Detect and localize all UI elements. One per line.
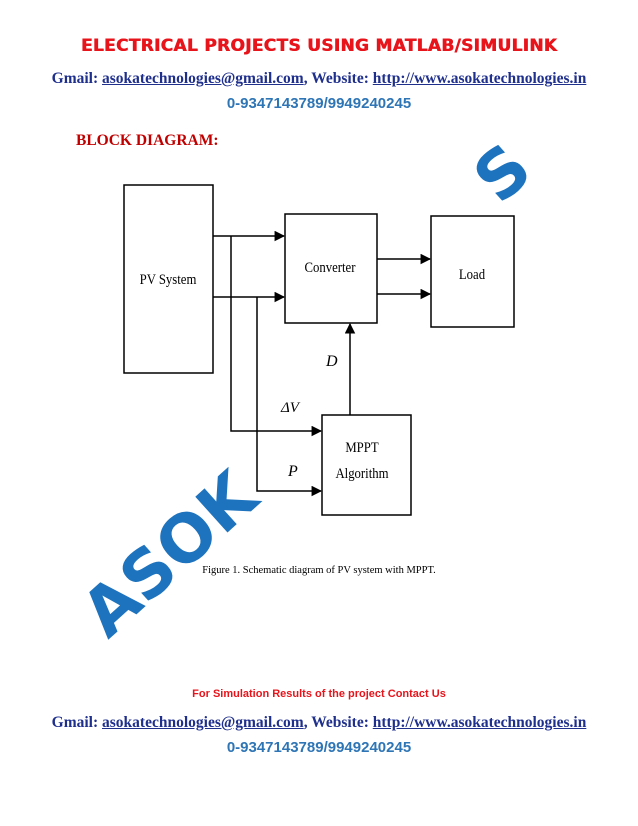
footer-email-link[interactable]: asokatechnologies@gmail.com [102, 714, 304, 731]
load-label: Load [459, 267, 485, 283]
section-title: BLOCK DIAGRAM: [76, 132, 219, 149]
power-feedback-line [256, 297, 323, 497]
mppt-block [321, 414, 412, 516]
footer-phone: 0-9347143789/9949240245 [226, 739, 412, 756]
delta-v-feedback-line [230, 236, 323, 437]
watermark-text-bottom: ASOK [67, 455, 274, 652]
footer-gmail-label: Gmail: [51, 714, 99, 731]
header-contact-line: Gmail: asokatechnologies@gmail.com, Webs… [0, 70, 638, 88]
watermark-text-top: S [459, 129, 546, 218]
load-block [430, 215, 515, 328]
pv-system-label: PV System [140, 272, 197, 288]
footer-website-label: , Website: [303, 714, 369, 731]
page-header-title: ELECTRICAL PROJECTS USING MATLAB/SIMULIN… [80, 36, 558, 56]
footer-contact-note: For Simulation Results of the project Co… [192, 688, 446, 700]
power-signal-label: P [287, 463, 298, 480]
pv-system-block [123, 184, 214, 374]
website-label: , Website: [303, 70, 369, 87]
footer-contact-line: Gmail: asokatechnologies@gmail.com, Webs… [0, 714, 638, 732]
website-link[interactable]: http://www.asokatechnologies.in [372, 70, 587, 87]
delta-v-signal-label: ΔV [280, 400, 301, 416]
mppt-label-line2: Algorithm [335, 466, 388, 482]
header-phone: 0-9347143789/9949240245 [226, 95, 412, 112]
converter-label: Converter [305, 260, 356, 276]
footer-website-link[interactable]: http://www.asokatechnologies.in [372, 714, 587, 731]
figure-caption: Figure 1. Schematic diagram of PV system… [202, 565, 436, 576]
gmail-label: Gmail: [51, 70, 99, 87]
converter-block [284, 213, 378, 324]
email-link[interactable]: asokatechnologies@gmail.com [102, 70, 304, 87]
duty-signal-label: D [325, 353, 338, 370]
mppt-label-line1: MPPT [345, 440, 379, 456]
